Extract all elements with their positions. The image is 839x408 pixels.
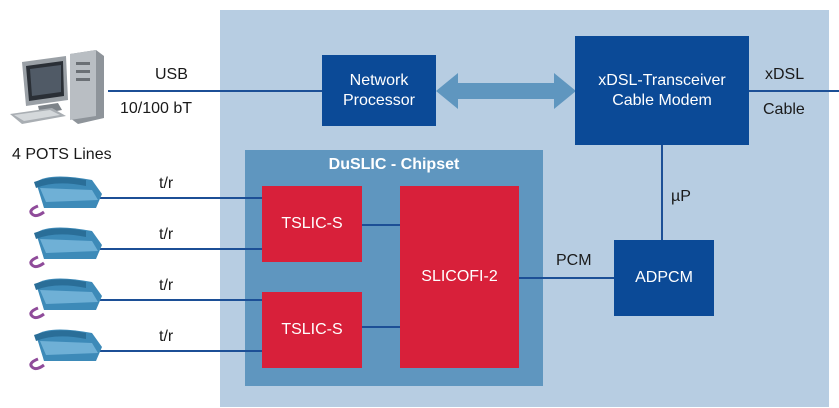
usb-label: USB: [155, 66, 188, 83]
xdsl-transceiver-block: xDSL-Transceiver Cable Modem: [575, 36, 749, 145]
cable-label: Cable: [763, 101, 805, 118]
telephone-icon: [29, 227, 102, 269]
network-processor-line-2: Processor: [342, 91, 416, 109]
slicofi-2-block: SLICOFI-2: [400, 186, 519, 368]
tr-line-3: [100, 299, 262, 301]
pcm-label: PCM: [556, 252, 592, 269]
tr-label-1: t/r: [159, 175, 174, 192]
telephone-icon: [29, 278, 102, 320]
tr-line-4: [100, 350, 262, 352]
tr-label-3: t/r: [159, 277, 174, 294]
tr-line-2: [100, 248, 262, 250]
tr-label-4: t/r: [159, 328, 174, 345]
network-processor-line-1: Network: [349, 71, 409, 89]
xdsl-label: xDSL: [765, 66, 805, 83]
up-label: µP: [671, 188, 691, 205]
tr-line-1: [100, 197, 262, 199]
xdsl-transceiver-line-1: xDSL-Transceiver: [598, 71, 726, 89]
tslic-slicofi-line-2: [362, 326, 400, 328]
slicofi-2-label: SLICOFI-2: [421, 268, 498, 285]
up-line: [661, 145, 663, 240]
pots-lines-label: 4 POTS Lines: [12, 146, 112, 163]
ethernet-label: 10/100 bT: [120, 100, 193, 117]
xdsl-transceiver-line-2: Cable Modem: [612, 91, 712, 109]
tslic-slicofi-line-1: [362, 224, 400, 226]
tslic-s-top-label: TSLIC-S: [281, 215, 343, 232]
tr-label-2: t/r: [159, 226, 174, 243]
tslic-s-top-block: TSLIC-S: [262, 186, 362, 262]
telephone-icon: [29, 329, 102, 371]
tslic-s-bottom-block: TSLIC-S: [262, 292, 362, 368]
network-processor-block: Network Processor: [322, 55, 436, 126]
pcm-line: [519, 277, 614, 279]
tslic-s-bottom-label: TSLIC-S: [281, 321, 343, 338]
telephone-icon: [29, 176, 102, 218]
adpcm-label: ADPCM: [635, 269, 693, 286]
usb-line: [108, 90, 322, 92]
adpcm-block: ADPCM: [614, 240, 714, 316]
computer-icon: [10, 50, 104, 124]
bidirectional-arrow: [436, 73, 576, 109]
xdsl-line: [749, 90, 839, 92]
chipset-title: DuSLIC - Chipset: [328, 156, 460, 173]
